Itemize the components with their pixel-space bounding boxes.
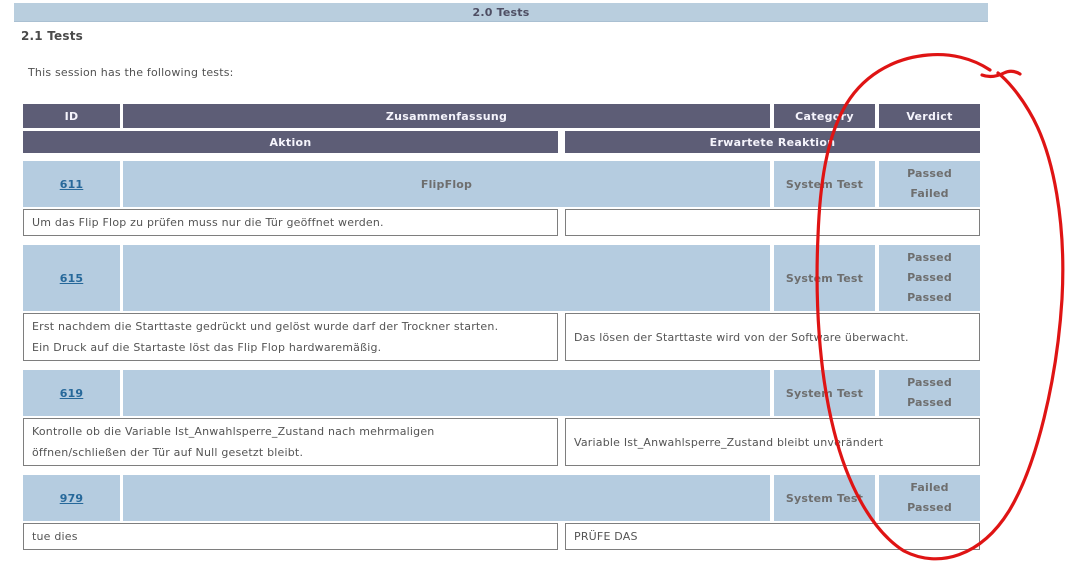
header-action: Aktion [23,131,558,153]
test-reaction-cell [565,209,980,236]
verdict-line: Passed [907,271,952,284]
intro-text: This session has the following tests: [28,66,234,79]
test-summary-cell [123,370,770,416]
action-line: Ein Druck auf die Startaste löst das Fli… [32,341,382,354]
test-category-cell: System Test [774,245,875,311]
test-summary-cell [123,245,770,311]
test-action-cell: Kontrolle ob die Variable Ist_Anwahlsper… [23,418,558,466]
header-id: ID [23,104,120,128]
verdict-line: Failed [910,187,949,200]
header-summary: Zusammenfassung [123,104,770,128]
verdict-line: Passed [907,376,952,389]
tests-table: ID Zusammenfassung Category Verdict Akti… [23,104,980,559]
test-category-cell: System Test [774,475,875,521]
action-line: öffnen/schließen der Tür auf Null gesetz… [32,446,304,459]
verdict-line: Passed [907,167,952,180]
header-category: Category [774,104,875,128]
test-reaction-cell: Das lösen der Starttaste wird von der So… [565,313,980,361]
test-action-row: Erst nachdem die Starttaste gedrückt und… [23,313,980,361]
test-id-link[interactable]: 619 [59,386,84,400]
test-id-cell: 611 [23,161,120,207]
test-category-cell: System Test [774,370,875,416]
page-title: 2.1 Tests [21,29,83,43]
table-header-row-2: Aktion Erwartete Reaktion [23,131,980,153]
action-line: tue dies [32,530,78,543]
test-category-cell: System Test [774,161,875,207]
verdict-line: Passed [907,501,952,514]
table-header-row-1: ID Zusammenfassung Category Verdict [23,104,980,128]
header-verdict: Verdict [879,104,980,128]
section-header-label: 2.0 Tests [472,5,530,19]
reaction-line: PRÜFE DAS [574,530,638,543]
test-action-row: tue dies PRÜFE DAS [23,523,980,550]
test-id-link[interactable]: 979 [59,491,84,505]
action-line: Um das Flip Flop zu prüfen muss nur die … [32,216,384,229]
test-reaction-cell: Variable Ist_Anwahlsperre_Zustand bleibt… [565,418,980,466]
test-id-cell: 979 [23,475,120,521]
test-action-cell: Um das Flip Flop zu prüfen muss nur die … [23,209,558,236]
test-reaction-cell: PRÜFE DAS [565,523,980,550]
verdict-line: Passed [907,396,952,409]
test-summary-cell: FlipFlop [123,161,770,207]
test-id-link[interactable]: 615 [59,271,84,285]
test-id-cell: 615 [23,245,120,311]
test-summary-cell [123,475,770,521]
test-action-row: Kontrolle ob die Variable Ist_Anwahlsper… [23,418,980,466]
action-line: Erst nachdem die Starttaste gedrückt und… [32,320,499,333]
test-id-link[interactable]: 611 [59,177,84,191]
reaction-line: Variable Ist_Anwahlsperre_Zustand bleibt… [574,435,884,449]
header-expected-reaction: Erwartete Reaktion [565,131,980,153]
verdict-line: Passed [907,291,952,304]
verdict-line: Passed [907,251,952,264]
verdict-line: Failed [910,481,949,494]
section-header-bar: 2.0 Tests [14,3,988,22]
test-action-cell: Erst nachdem die Starttaste gedrückt und… [23,313,558,361]
reaction-line: Das lösen der Starttaste wird von der So… [574,330,909,344]
test-action-row: Um das Flip Flop zu prüfen muss nur die … [23,209,980,236]
test-action-cell: tue dies [23,523,558,550]
action-line: Kontrolle ob die Variable Ist_Anwahlsper… [32,425,435,438]
test-id-cell: 619 [23,370,120,416]
